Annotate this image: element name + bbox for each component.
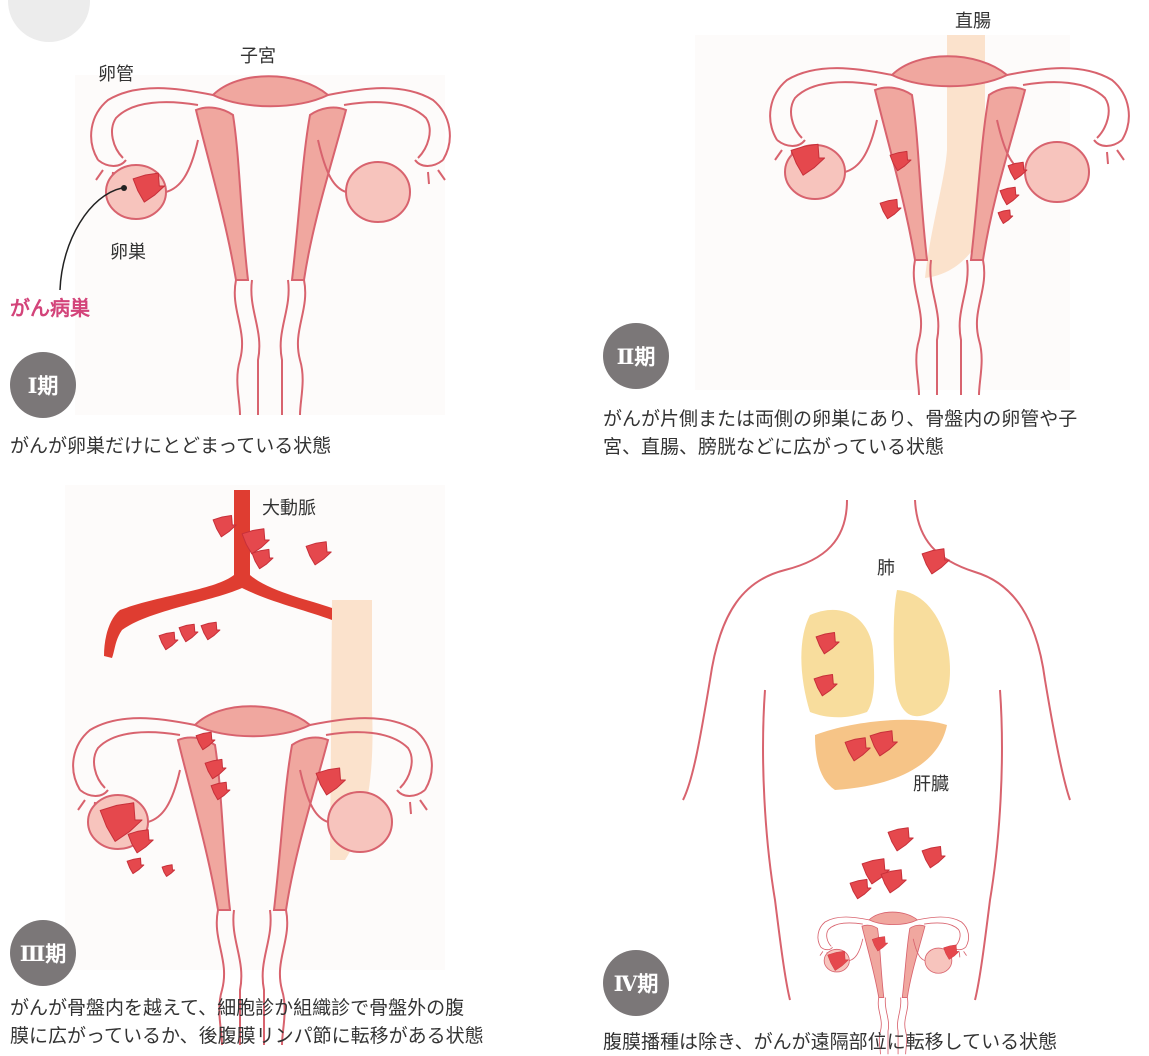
fimbriae-right	[1094, 140, 1124, 164]
label-cancer-lesion: がん病巣	[10, 292, 90, 321]
fimbriae-right	[397, 790, 427, 814]
tumor-nodule	[880, 199, 901, 218]
cervix-left	[235, 280, 242, 415]
uterus-fundus	[869, 912, 917, 925]
fimbriae-right	[415, 160, 445, 184]
fallopian-tube-left-inner	[112, 102, 198, 158]
cervix-left	[914, 260, 921, 395]
stage2-illustration	[575, 0, 1149, 470]
ligament-left	[845, 120, 877, 172]
stage4-metastasis	[888, 828, 913, 851]
canal-right	[960, 260, 968, 395]
stage1-badge: Ⅰ期	[10, 352, 76, 418]
stage4-panel: 肺 肝臓 Ⅳ期 腹膜播種は除き、がんが遠隔部位に転移している状態	[575, 480, 1149, 1053]
stage1-caption: がんが卵巣だけにとどまっている状態	[10, 432, 331, 460]
stage1-leader-dot	[121, 185, 127, 191]
uterus-fundus	[195, 706, 310, 736]
stage3-badge: Ⅲ期	[10, 920, 76, 986]
stage3-metastasis	[213, 516, 236, 537]
stage4-waist-right	[975, 690, 1002, 1000]
uterus-fundus	[213, 76, 328, 106]
stage3-metastasis	[159, 632, 178, 649]
ligament-left	[166, 140, 198, 192]
fallopian-tube-left-inner	[791, 82, 877, 138]
fallopian-tube-right	[917, 917, 968, 947]
label-fallopian-tube: 卵管	[98, 60, 134, 86]
stage4-lung-left	[801, 610, 874, 717]
stage3-metastasis	[306, 542, 331, 565]
tumor-nodule	[162, 865, 175, 877]
stage4-lung-right	[894, 590, 950, 716]
cervix-right	[298, 280, 305, 415]
stage4-badge: Ⅳ期	[603, 950, 669, 1016]
stage4-metastasis	[881, 870, 906, 893]
tumor-nodule	[1000, 187, 1019, 204]
stage4-caption: 腹膜播種は除き、がんが遠隔部位に転移している状態	[603, 1028, 1057, 1056]
stage4-waist-left	[763, 690, 790, 1000]
cervix-right	[977, 260, 984, 395]
stage2-caption: がんが片側または両側の卵巣にあり、骨盤内の卵管や子 宮、直腸、膀胱などに広がって…	[603, 405, 1077, 461]
ligament-left	[849, 939, 862, 961]
label-lung: 肺	[877, 554, 895, 580]
label-uterus: 子宮	[240, 42, 276, 68]
canal-left	[930, 260, 938, 395]
stage3-illustration	[0, 480, 570, 1053]
tumor-nodule	[127, 858, 144, 874]
stage4-metastasis	[922, 847, 945, 868]
uterus-wall-left	[862, 925, 884, 997]
stage4-metastasis	[922, 549, 949, 574]
fallopian-tube-right-inner	[924, 923, 960, 946]
fallopian-tube-left-inner	[827, 923, 863, 946]
uterus-wall-left	[196, 108, 248, 280]
uterus-fundus	[892, 56, 1007, 86]
ovary-right	[328, 792, 392, 852]
stage3-panel: 大動脈 Ⅲ期 がんが骨盤内を越えて、細胞診か組織診で骨盤外の腹 膜に広がっている…	[0, 480, 570, 1053]
stage2-caption-line: 宮、直腸、膀胱などに広がっている状態	[603, 433, 1077, 461]
ligament-left	[148, 770, 180, 822]
uterus-wall-right	[292, 108, 346, 280]
stage1-panel: 卵管 子宮 卵巣 がん病巣 Ⅰ期 がんが卵巣だけにとどまっている状態	[0, 0, 570, 470]
fallopian-tube-right-inner	[344, 102, 430, 158]
fallopian-tube-right	[328, 88, 450, 160]
label-aorta: 大動脈	[262, 494, 316, 520]
stage1-illustration	[0, 0, 570, 470]
tumor-nodule	[128, 830, 153, 853]
canal-right	[281, 280, 289, 415]
canal-left	[251, 280, 259, 415]
label-ovary: 卵巣	[110, 238, 146, 264]
label-liver: 肝臓	[913, 770, 949, 796]
stage3-metastasis	[179, 624, 198, 641]
uterus-wall-left	[875, 88, 927, 260]
label-rectum: 直腸	[955, 7, 991, 33]
tumor-nodule	[998, 210, 1013, 224]
stage2-caption-line: がんが片側または両側の卵巣にあり、骨盤内の卵管や子	[603, 405, 1077, 433]
fallopian-tube-right	[1007, 68, 1129, 140]
fallopian-tube-left-inner	[94, 732, 180, 788]
tumor-nodule	[1008, 162, 1027, 179]
uterus-wall-right	[902, 925, 925, 997]
ovary-right	[346, 162, 410, 222]
fallopian-tube-right-inner	[1023, 82, 1109, 138]
ovary-right	[1025, 142, 1089, 202]
stage3-metastasis	[252, 549, 273, 568]
stage3-caption: がんが骨盤内を越えて、細胞診か組織診で骨盤外の腹 膜に広がっているか、後腹膜リン…	[10, 994, 484, 1050]
stage3-metastasis	[201, 622, 220, 639]
stage4-metastasis	[850, 879, 871, 898]
stage2-badge: Ⅱ期	[603, 323, 669, 389]
stage3-caption-line: 膜に広がっているか、後腹膜リンパ節に転移がある状態	[10, 1022, 484, 1050]
uterus-wall-right	[274, 738, 328, 910]
stage3-caption-line: がんが骨盤内を越えて、細胞診か組織診で骨盤外の腹	[10, 994, 484, 1022]
stage2-panel: 直腸 Ⅱ期 がんが片側または両側の卵巣にあり、骨盤内の卵管や子 宮、直腸、膀胱な…	[575, 0, 1149, 470]
